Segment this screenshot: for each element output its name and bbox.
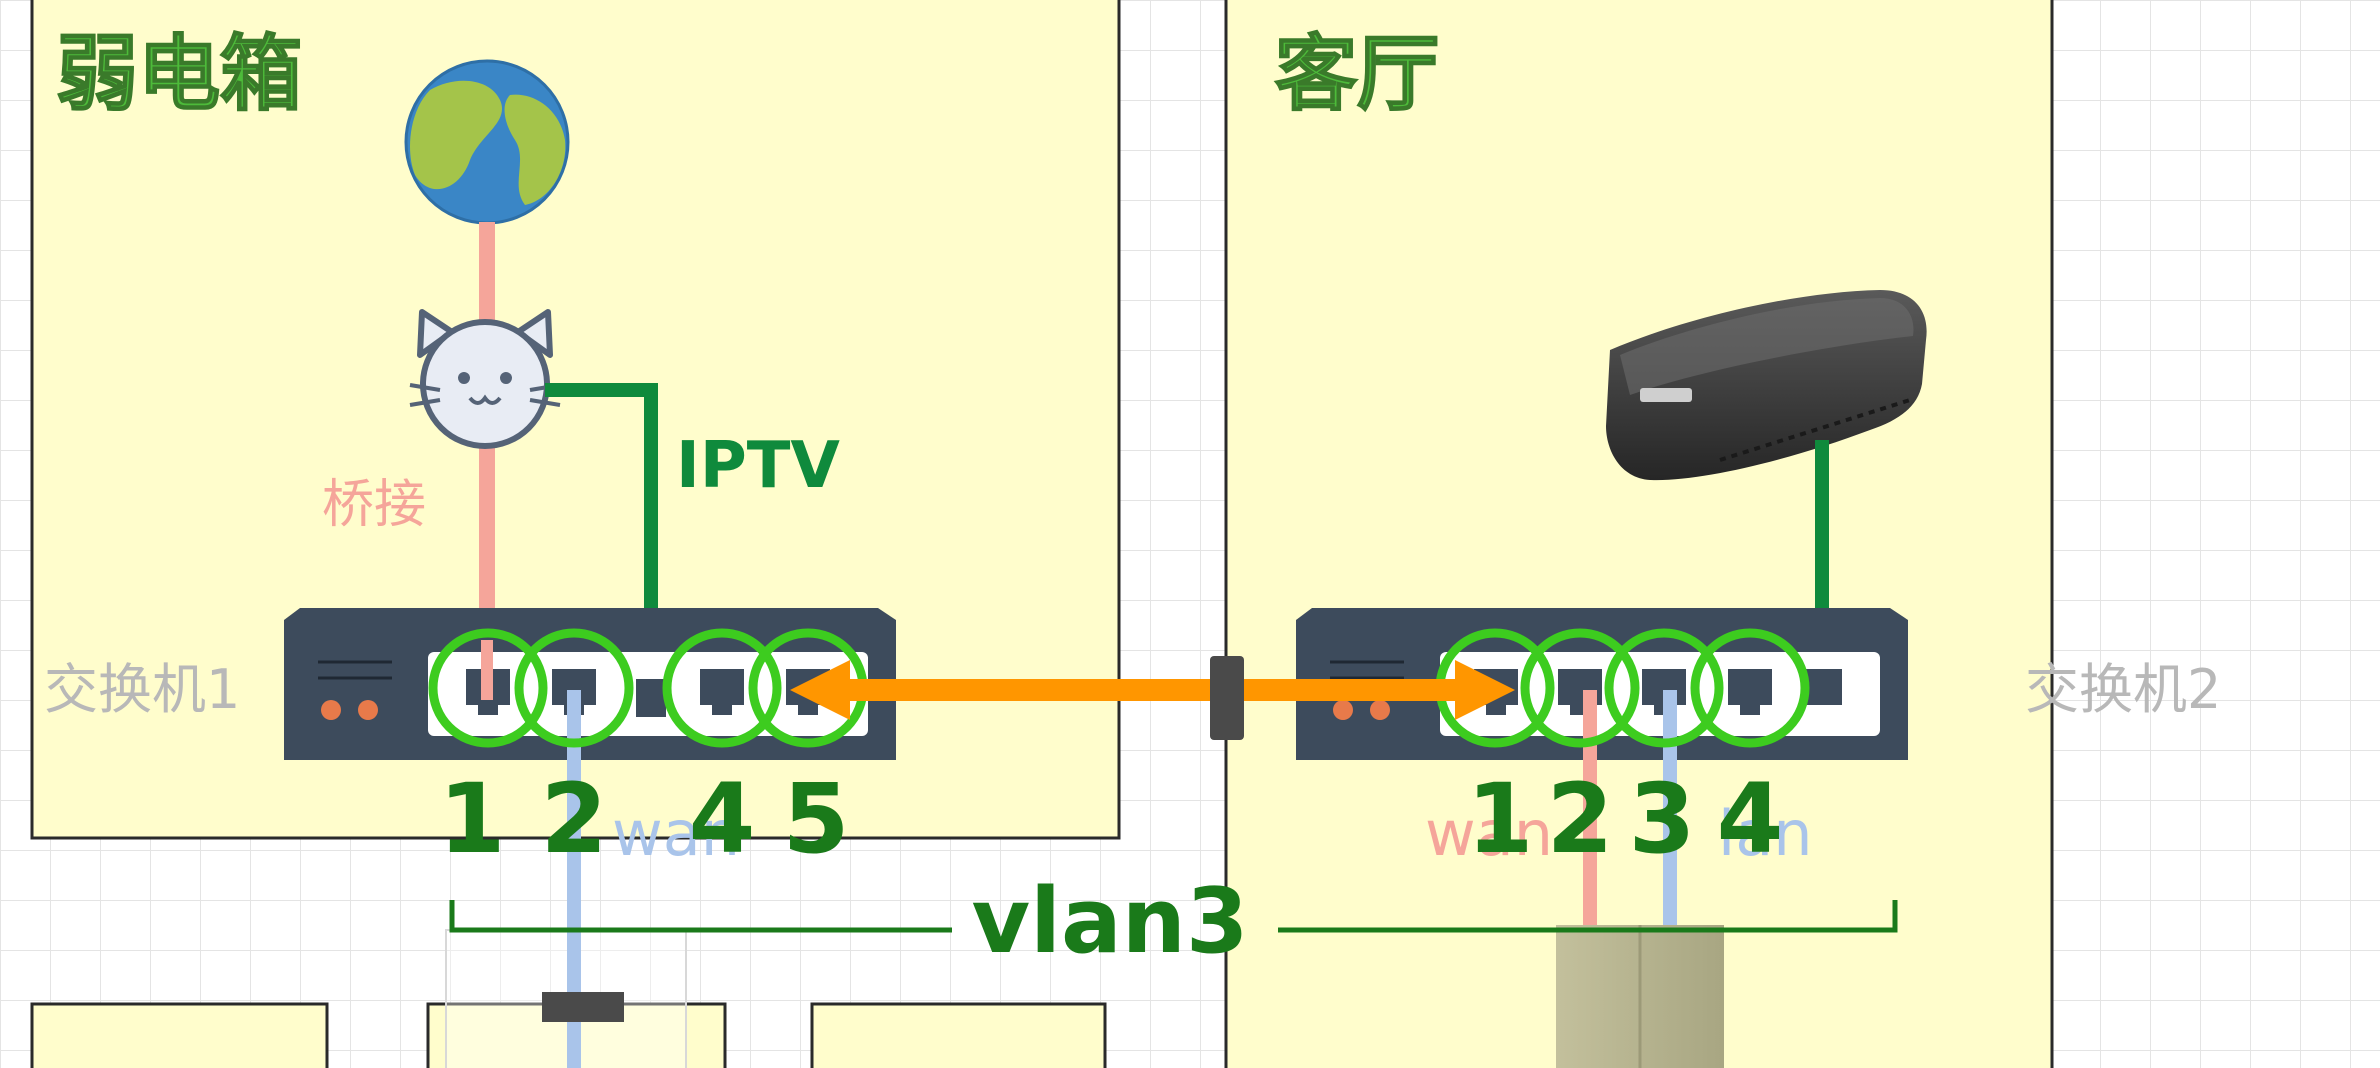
trunk-double-arrow xyxy=(790,660,1515,720)
cable-coupler-left xyxy=(542,992,624,1022)
bottom-room-1 xyxy=(30,1002,329,1068)
room-living-room xyxy=(1224,0,2054,1068)
right-grid-area xyxy=(2052,0,2380,1068)
switch2-port-number-2: 2 xyxy=(1547,763,1614,875)
bridge-label: 桥接 xyxy=(322,475,426,535)
switch1-label: 交换机1 xyxy=(44,658,240,721)
switch2-port-number-3: 3 xyxy=(1629,763,1696,875)
iptv-cable xyxy=(545,383,658,700)
switch2-port-number-4: 4 xyxy=(1717,763,1784,875)
room-title-left: 弱电箱 xyxy=(56,27,302,122)
room-title-right: 客厅 xyxy=(1275,27,1439,122)
switch2-wan-label: wan xyxy=(1425,797,1553,870)
switch2-port-5 xyxy=(1806,669,1842,705)
switch2-label: 交换机2 xyxy=(2025,658,2221,721)
switch1-wan-label: wan xyxy=(612,797,740,870)
router-tower xyxy=(1556,925,1724,1068)
wall-connector xyxy=(1210,656,1244,740)
vlan-label: vlan3 xyxy=(972,869,1249,974)
switch1-port-number-2: 2 xyxy=(541,763,608,875)
iptv-label: IPTV xyxy=(676,429,840,503)
switch2-lan-label: lan xyxy=(1718,797,1813,870)
switch1-port-4 xyxy=(700,669,744,715)
switch1-port-number-4: 4 xyxy=(689,763,756,875)
switch1-port-number-1: 1 xyxy=(439,763,506,875)
cat-modem-icon xyxy=(409,309,561,449)
globe-icon xyxy=(404,59,570,225)
switch1-port-3 xyxy=(636,679,666,717)
set-top-box-icon xyxy=(1606,290,1927,481)
switch1-port-number-5: 5 xyxy=(783,763,850,875)
vlan-bracket xyxy=(449,900,1898,933)
switch2-port-number-1: 1 xyxy=(1467,763,1534,875)
switch2-port-4 xyxy=(1728,669,1772,715)
bottom-room-3 xyxy=(810,1002,1107,1068)
